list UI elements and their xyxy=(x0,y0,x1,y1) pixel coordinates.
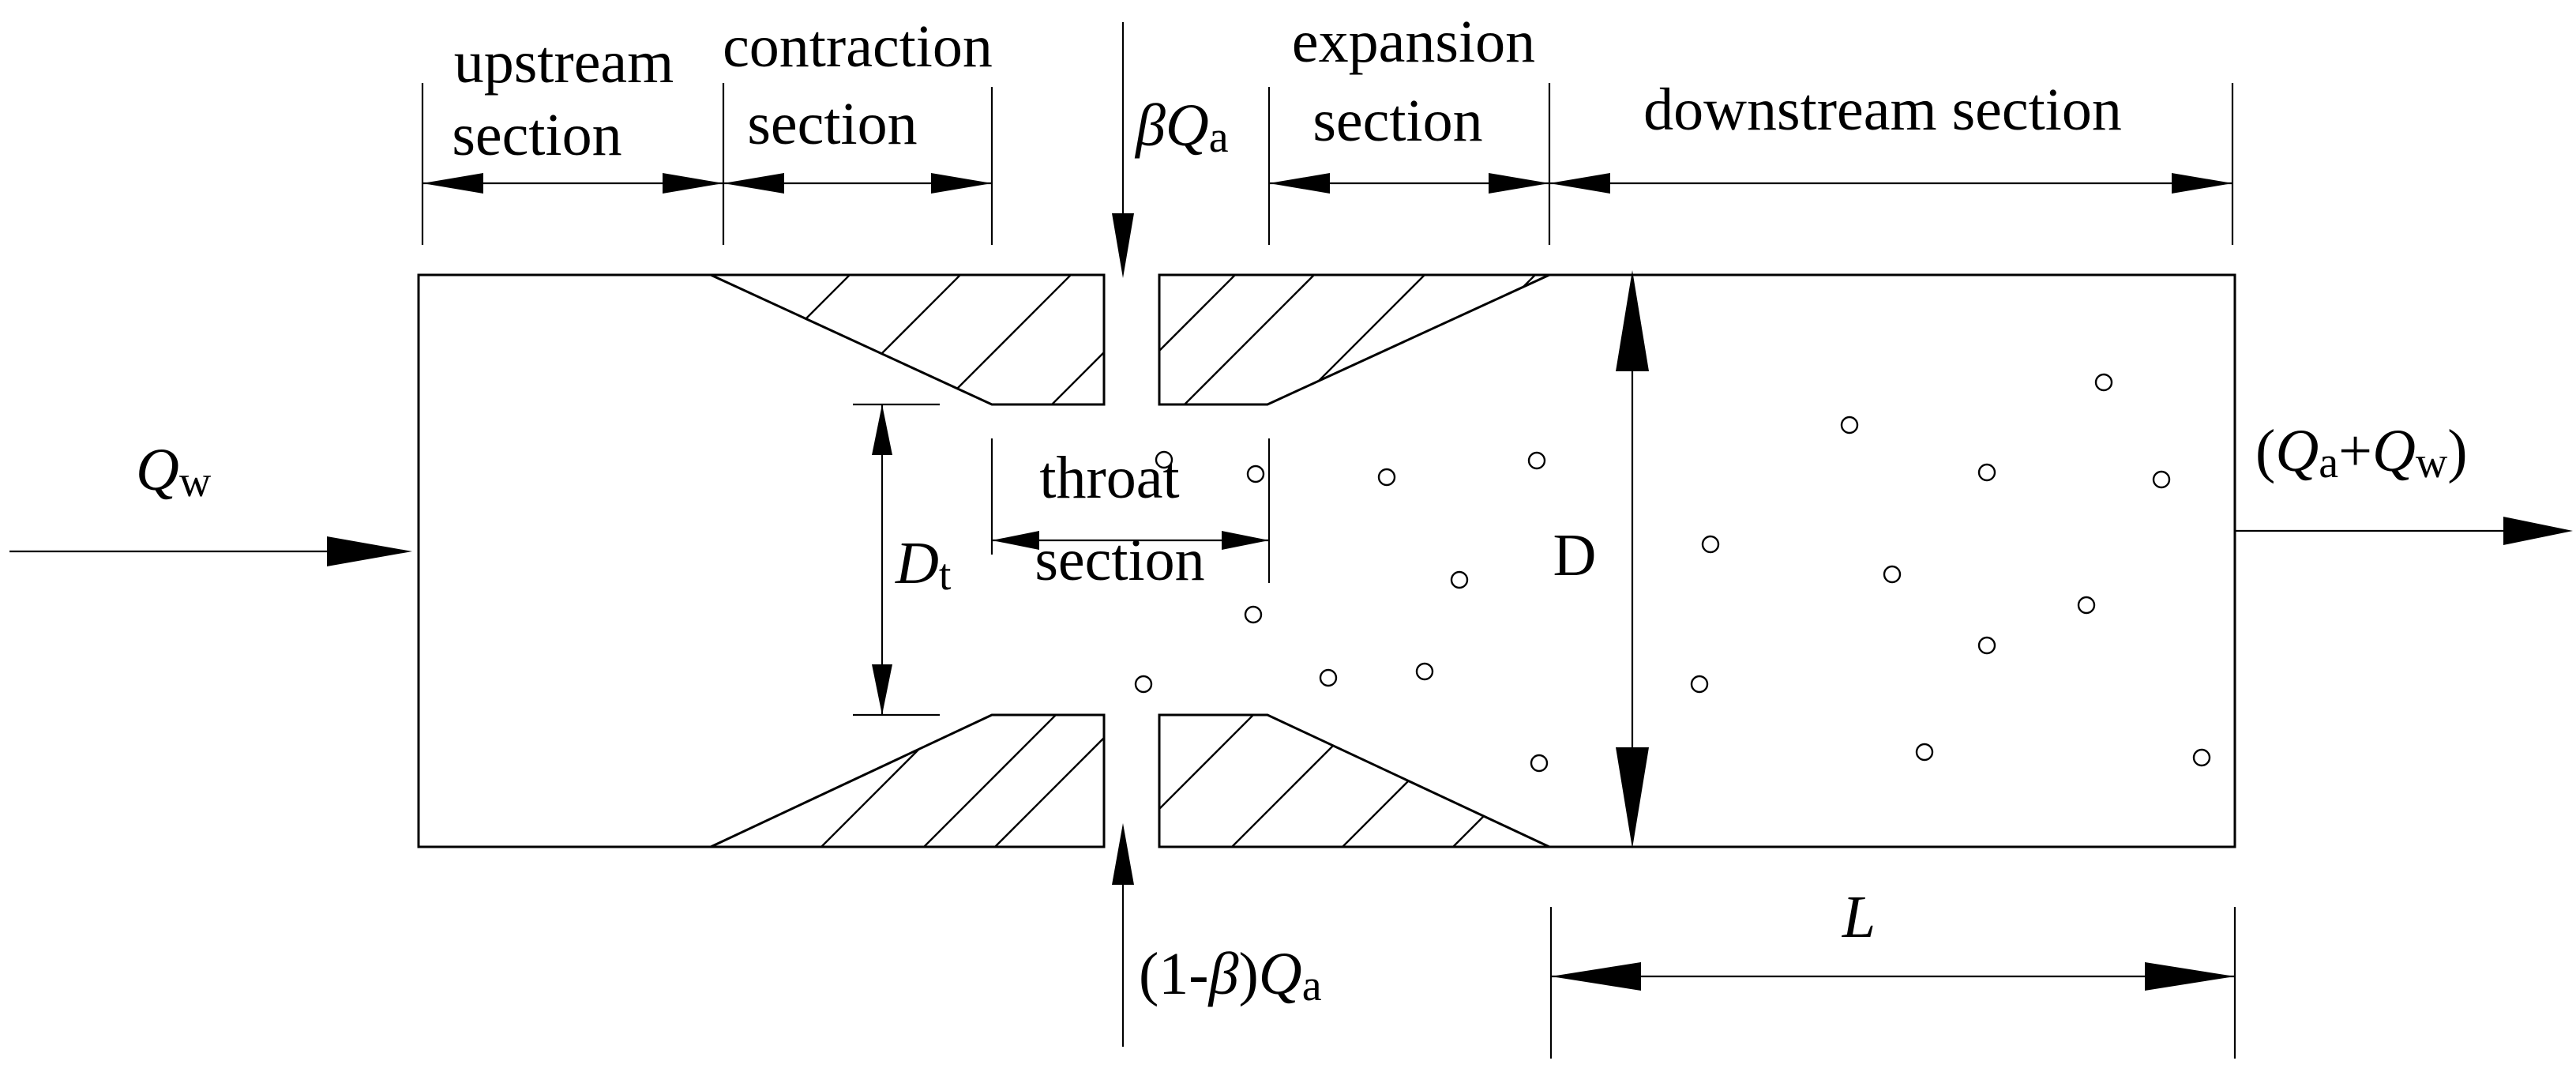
air-inlet-top: βQa xyxy=(1112,22,1229,278)
upstream-label-line1: upstream xyxy=(454,29,674,96)
section-dimension-arrows xyxy=(422,173,2232,194)
lower-contraction-wall xyxy=(710,713,1106,848)
upstream-label-line2: section xyxy=(452,102,621,168)
throat-section-dimension: throat section xyxy=(990,438,1271,593)
one-minus-beta-qa-label: (1-β)Qa xyxy=(1139,941,1322,1010)
section-boundary-lines xyxy=(421,83,2234,245)
bubble xyxy=(1377,468,1396,487)
bubble xyxy=(1527,451,1546,470)
channel-outline xyxy=(417,273,2236,848)
air-bubbles xyxy=(1134,373,2211,773)
air-inlet-bottom: (1-β)Qa xyxy=(1112,823,1322,1047)
contraction-label-line1: contraction xyxy=(723,13,993,80)
water-inlet-arrow: Qw xyxy=(9,437,412,566)
l-label: L xyxy=(1842,884,1876,950)
qw-label: Qw xyxy=(136,437,212,506)
bubble xyxy=(2077,596,2096,615)
throat-diameter-dimension: Dt xyxy=(853,403,952,717)
bubble xyxy=(1450,570,1469,589)
bubble xyxy=(1319,668,1338,687)
beta-qa-label: βQa xyxy=(1134,92,1229,162)
bubble xyxy=(1840,416,1859,434)
downstream-label: downstream section xyxy=(1643,77,2122,143)
bubble xyxy=(1530,754,1549,773)
bubble xyxy=(1690,675,1709,694)
bubble xyxy=(1246,465,1265,483)
dt-label: Dt xyxy=(895,530,952,600)
bubble xyxy=(2094,373,2113,392)
lower-expansion-wall xyxy=(1158,713,1550,848)
upper-contraction-wall xyxy=(710,273,1106,406)
throat-label-line2: section xyxy=(1035,527,1204,593)
d-label: D xyxy=(1553,522,1597,589)
bubble xyxy=(2192,748,2211,767)
bubble xyxy=(1701,535,1720,554)
bubble xyxy=(1977,463,1996,482)
outlet-arrow: (Qa+Qw) xyxy=(2235,418,2573,545)
channel-diameter-dimension: D xyxy=(1553,270,1649,848)
expansion-label-line1: expansion xyxy=(1292,9,1535,75)
bubble xyxy=(1244,605,1263,624)
bubble xyxy=(1977,636,1996,655)
upper-expansion-wall xyxy=(1158,273,1550,406)
contraction-label-line2: section xyxy=(747,91,917,157)
bubble xyxy=(1883,565,1902,584)
bubble xyxy=(1155,450,1173,469)
qa-plus-qw-label: (Qa+Qw) xyxy=(2255,418,2468,487)
expansion-label-line2: section xyxy=(1312,88,1482,154)
section-labels: upstream section contraction section exp… xyxy=(452,9,2122,168)
bubble xyxy=(1415,662,1434,681)
bubble xyxy=(1134,675,1153,694)
bubble xyxy=(2152,470,2171,489)
length-dimension: L xyxy=(1549,884,2236,1059)
bubble xyxy=(1915,743,1934,762)
